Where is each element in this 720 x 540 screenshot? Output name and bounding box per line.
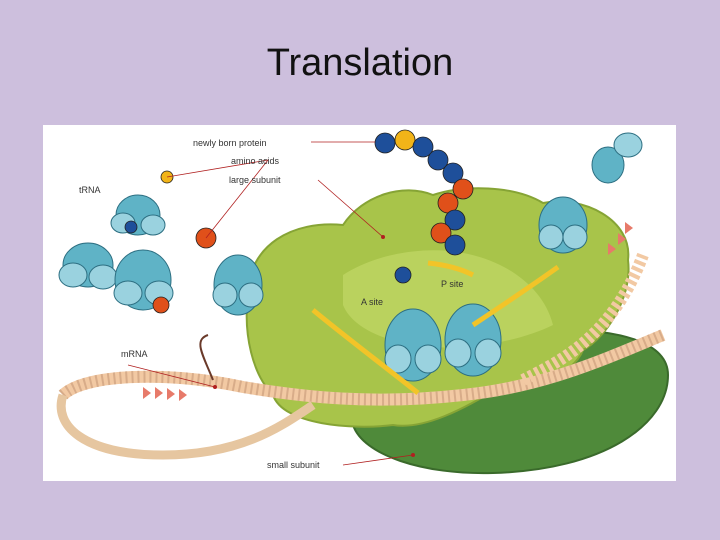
label-newly-born-protein: newly born protein [193, 138, 267, 148]
label-small-subunit: small subunit [267, 460, 320, 470]
mrna-strand [56, 222, 666, 460]
label-large-subunit: large subunit [229, 175, 281, 185]
label-mrna: mRNA [121, 349, 148, 359]
label-amino-acids: amino acids [231, 156, 280, 166]
trna-incoming [212, 254, 264, 316]
trna-a-site [384, 308, 442, 382]
label-p-site: P site [441, 279, 463, 289]
translation-diagram: newly born protein amino acids large sub… [43, 125, 676, 481]
protein-chain [374, 129, 474, 284]
leader-lines [127, 141, 414, 466]
movement-arrows [311, 260, 560, 395]
trna-p-site [444, 303, 502, 377]
trna-exiting [538, 132, 643, 254]
label-trna: tRNA [79, 185, 101, 195]
label-a-site: A site [361, 297, 383, 307]
trna-left [58, 194, 174, 311]
slide-title: Translation [266, 42, 454, 84]
